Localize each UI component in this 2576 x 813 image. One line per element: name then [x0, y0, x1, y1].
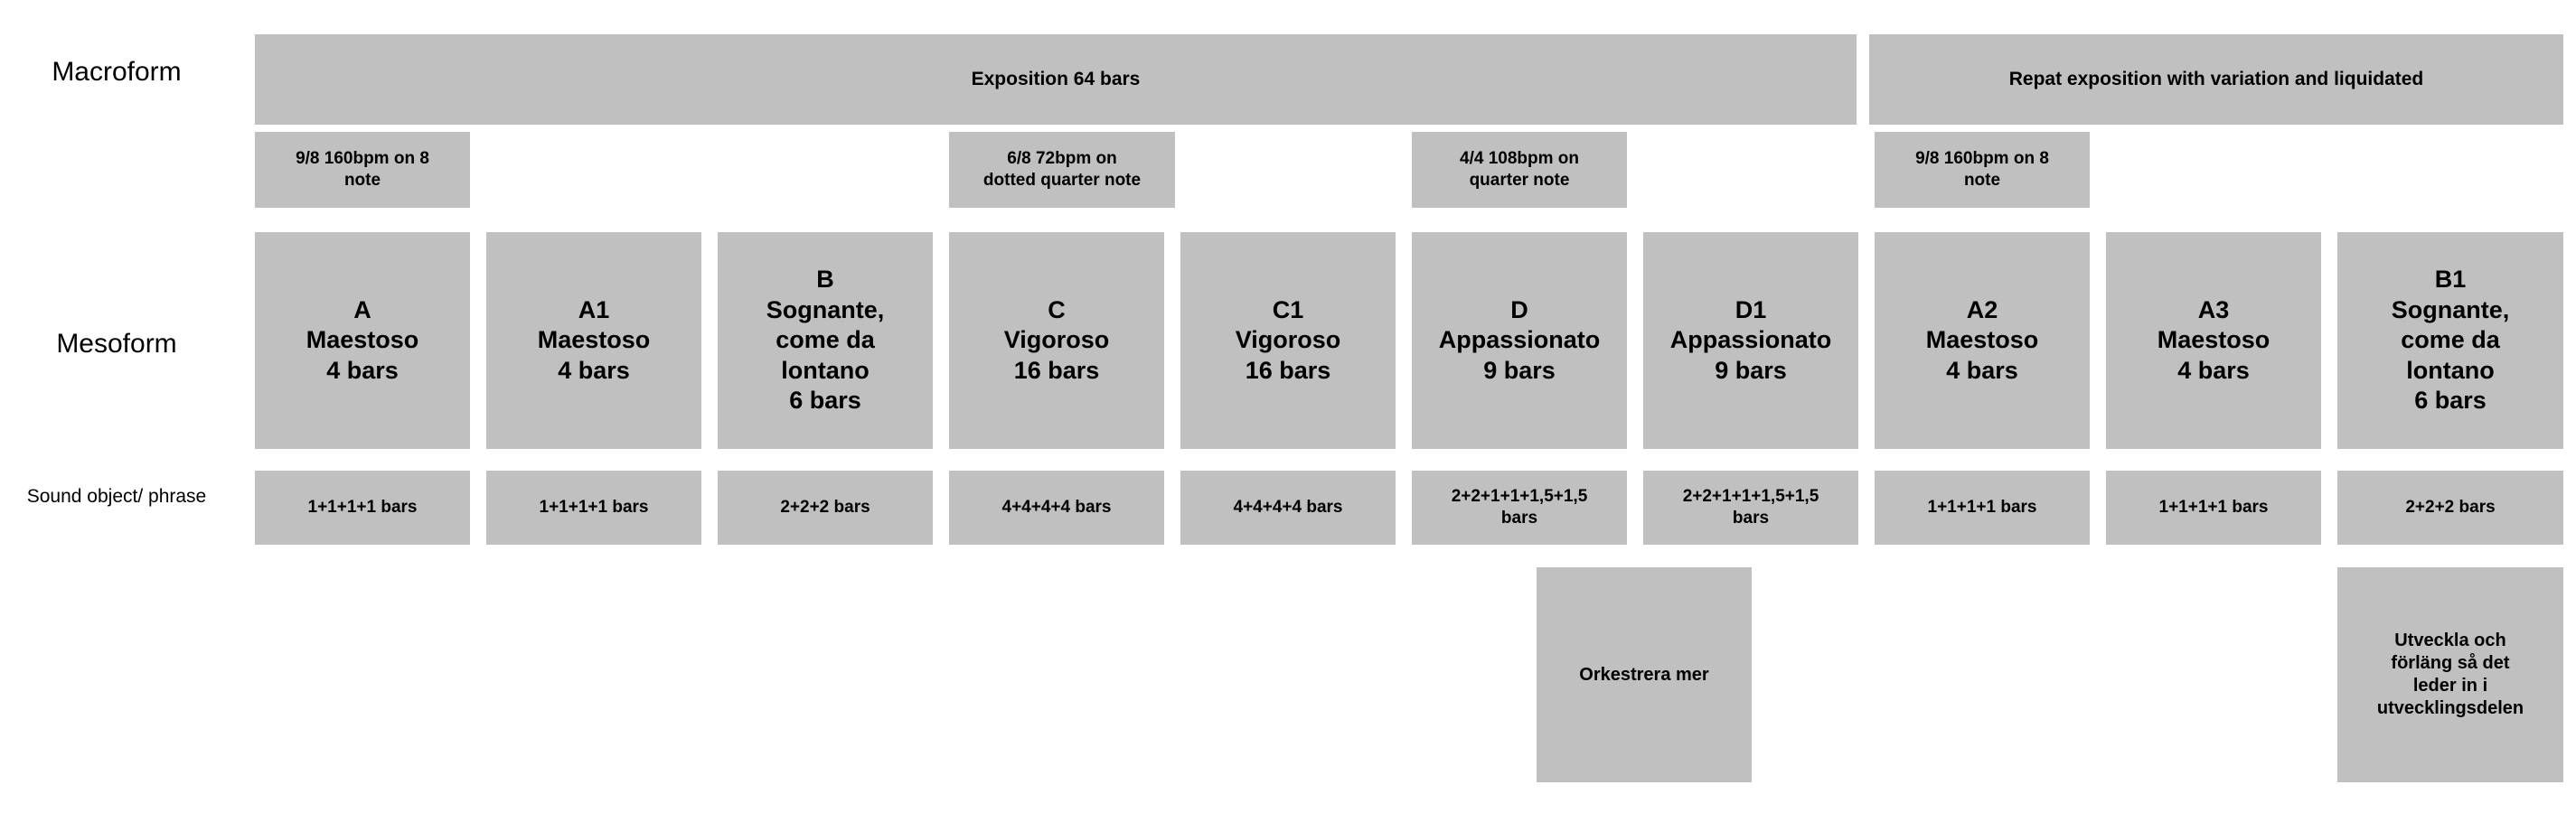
tempo-block-4-label: 9/8 160bpm on 8 note: [1915, 149, 2049, 190]
mesoform-block-7-label: D1 Appassionato 9 bars: [1669, 295, 1832, 384]
mesoform-block-2[interactable]: A1 Maestoso 4 bars: [486, 232, 701, 449]
sound-object-block-1[interactable]: 1+1+1+1 bars: [255, 471, 470, 545]
mesoform-block-4[interactable]: C Vigoroso 16 bars: [949, 232, 1164, 449]
sound-object-block-8-label: 1+1+1+1 bars: [1927, 498, 2037, 518]
mesoform-block-9-label: A3 Maestoso 4 bars: [2157, 295, 2270, 384]
sound-object-block-9-label: 1+1+1+1 bars: [2158, 498, 2269, 518]
mesoform-block-8[interactable]: A2 Maestoso 4 bars: [1875, 232, 2090, 449]
tempo-block-1-label: 9/8 160bpm on 8 note: [296, 149, 429, 190]
sound-object-block-5-label: 4+4+4+4 bars: [1233, 498, 1343, 518]
row-label-macroform: Macroform: [52, 57, 182, 87]
sound-object-block-4[interactable]: 4+4+4+4 bars: [949, 471, 1164, 545]
sound-object-block-6[interactable]: 2+2+1+1+1,5+1,5 bars: [1412, 471, 1627, 545]
macroform-block-1-label: Exposition 64 bars: [971, 68, 1141, 89]
note-block-1[interactable]: Orkestrera mer: [1537, 567, 1752, 782]
macroform-block-2[interactable]: Repat exposition with variation and liqu…: [1869, 34, 2563, 125]
note-block-2[interactable]: Utveckla och förläng så det leder in i u…: [2337, 567, 2563, 782]
sound-object-block-10[interactable]: 2+2+2 bars: [2337, 471, 2563, 545]
mesoform-block-5[interactable]: C1 Vigoroso 16 bars: [1180, 232, 1396, 449]
sound-object-block-5[interactable]: 4+4+4+4 bars: [1180, 471, 1396, 545]
sound-object-block-6-label: 2+2+1+1+1,5+1,5 bars: [1451, 487, 1588, 528]
sound-object-block-2-label: 1+1+1+1 bars: [539, 498, 649, 518]
mesoform-block-2-label: A1 Maestoso 4 bars: [537, 295, 651, 384]
note-block-2-label: Utveckla och förläng så det leder in i u…: [2376, 631, 2524, 718]
sound-object-block-3-label: 2+2+2 bars: [780, 498, 870, 518]
tempo-block-3[interactable]: 4/4 108bpm on quarter note: [1412, 132, 1627, 208]
sound-object-block-4-label: 4+4+4+4 bars: [1001, 498, 1112, 518]
mesoform-block-9[interactable]: A3 Maestoso 4 bars: [2106, 232, 2321, 449]
tempo-block-2-label: 6/8 72bpm on dotted quarter note: [982, 149, 1142, 190]
row-label-mesoform: Mesoform: [56, 329, 177, 359]
mesoform-block-10[interactable]: B1 Sognante, come da lontano 6 bars: [2337, 232, 2563, 449]
sound-object-block-9[interactable]: 1+1+1+1 bars: [2106, 471, 2321, 545]
tempo-block-4[interactable]: 9/8 160bpm on 8 note: [1875, 132, 2090, 208]
sound-object-block-1-label: 1+1+1+1 bars: [307, 498, 418, 518]
mesoform-block-4-label: C Vigoroso 16 bars: [1003, 295, 1110, 384]
tempo-block-3-label: 4/4 108bpm on quarter note: [1460, 149, 1579, 190]
sound-object-block-3[interactable]: 2+2+2 bars: [718, 471, 933, 545]
mesoform-block-1-label: A Maestoso 4 bars: [306, 295, 419, 384]
sound-object-block-7[interactable]: 2+2+1+1+1,5+1,5 bars: [1643, 471, 1858, 545]
mesoform-block-5-label: C1 Vigoroso 16 bars: [1235, 295, 1341, 384]
mesoform-block-6[interactable]: D Appassionato 9 bars: [1412, 232, 1627, 449]
sound-object-block-8[interactable]: 1+1+1+1 bars: [1875, 471, 2090, 545]
sound-object-block-10-label: 2+2+2 bars: [2405, 498, 2496, 518]
mesoform-block-1[interactable]: A Maestoso 4 bars: [255, 232, 470, 449]
sound-object-block-2[interactable]: 1+1+1+1 bars: [486, 471, 701, 545]
mesoform-block-3[interactable]: B Sognante, come da lontano 6 bars: [718, 232, 933, 449]
tempo-block-1[interactable]: 9/8 160bpm on 8 note: [255, 132, 470, 208]
sound-object-block-7-label: 2+2+1+1+1,5+1,5 bars: [1682, 487, 1819, 528]
mesoform-block-10-label: B1 Sognante, come da lontano 6 bars: [2391, 266, 2510, 415]
macroform-block-2-label: Repat exposition with variation and liqu…: [2008, 68, 2424, 89]
note-block-1-label: Orkestrera mer: [1579, 664, 1709, 685]
tempo-block-2[interactable]: 6/8 72bpm on dotted quarter note: [949, 132, 1175, 208]
mesoform-block-6-label: D Appassionato 9 bars: [1438, 295, 1601, 384]
row-label-sound-object: Sound object/ phrase: [0, 485, 233, 509]
mesoform-block-7[interactable]: D1 Appassionato 9 bars: [1643, 232, 1858, 449]
row-label-sound-object-text: Sound object/ phrase: [26, 486, 207, 507]
macroform-block-1[interactable]: Exposition 64 bars: [255, 34, 1857, 125]
mesoform-block-3-label: B Sognante, come da lontano 6 bars: [766, 266, 885, 415]
mesoform-block-8-label: A2 Maestoso 4 bars: [1925, 295, 2039, 384]
